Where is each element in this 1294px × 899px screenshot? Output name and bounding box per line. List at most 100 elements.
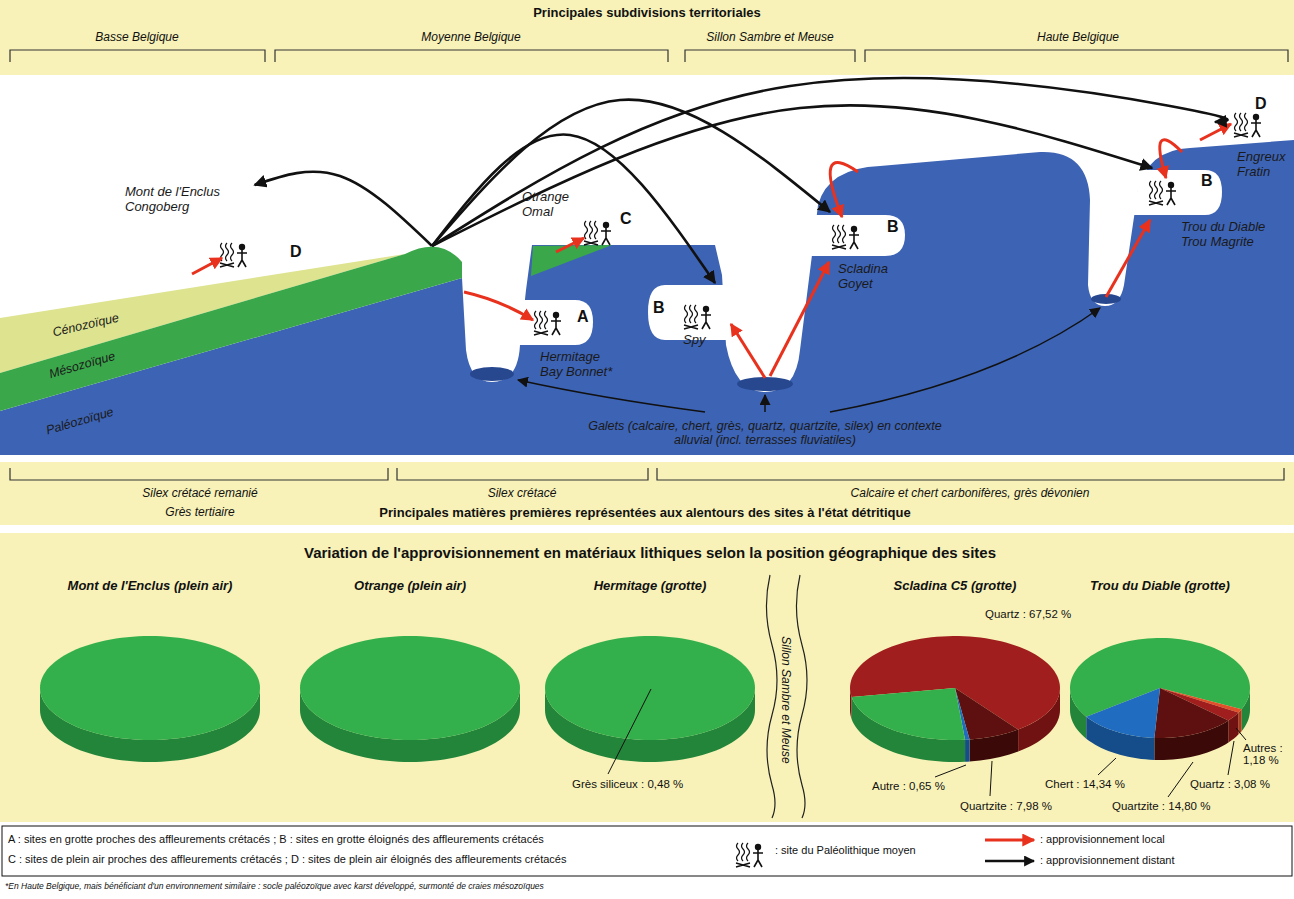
site-category-letter-holder: C — [620, 210, 632, 228]
drawing-shape — [231, 243, 234, 261]
region-name: Moyenne Belgique — [421, 30, 520, 44]
river-water — [470, 294, 1121, 391]
drawing-shape — [770, 262, 829, 376]
drawing-shape — [690, 305, 693, 323]
drawing-shape — [990, 761, 992, 796]
slice-label-holder: Quartz : 3,08 % — [1190, 778, 1270, 790]
pie-side — [965, 739, 970, 761]
material-name: Calcaire et chert carbonifères, grès dév… — [851, 486, 1090, 500]
drawing-shape — [1149, 201, 1163, 205]
drawing-shape — [1168, 762, 1193, 797]
drawing-shape — [1251, 120, 1261, 137]
drawing-shape — [590, 221, 593, 239]
slice-label: Autre : 0,65 % — [872, 780, 945, 792]
drawing-shape — [220, 263, 234, 267]
layer-name-holder: Cénozoïque — [51, 311, 120, 340]
legend-text: : site du Paléolithique moyen — [775, 844, 916, 856]
divider-label-holder: Sillon Sambre et Meuse — [779, 636, 793, 763]
slice-label-holder: Autre : 0,65 % — [872, 780, 945, 792]
drawing-shape — [1166, 188, 1176, 205]
region-name: Basse Belgique — [95, 30, 178, 44]
drawing-shape — [10, 468, 388, 480]
top-band — [0, 0, 1294, 75]
footnote-holder: *En Haute Belgique, mais bénéficiant d'u… — [5, 881, 544, 891]
pie-title-holder: Hermitage (grotte) — [594, 578, 707, 593]
site-symbol — [1234, 113, 1261, 137]
drawing-shape — [766, 575, 777, 818]
material-name: Grès tertiaire — [165, 505, 234, 519]
drawing-shape — [585, 221, 588, 239]
site-label: B Spy — [645, 283, 725, 358]
drawing-shape — [1106, 220, 1150, 297]
territory-brackets — [10, 50, 1288, 62]
local-supply-arrows — [192, 124, 1231, 378]
drawing-shape — [535, 311, 538, 329]
site-symbol — [1149, 181, 1176, 205]
drawing-shape — [737, 843, 740, 861]
pie-title-holder: Trou du Diable (grotte) — [1090, 578, 1230, 593]
drawing-shape — [1245, 113, 1248, 131]
site-name: Spy — [683, 333, 705, 348]
pie-scladina — [850, 636, 1060, 762]
drawing-shape — [1236, 728, 1246, 740]
paleozoic-bedrock — [0, 140, 1294, 455]
drawing-shape — [601, 228, 611, 245]
diagram-title-holder: Principales subdivisions territoriales — [533, 5, 761, 20]
site-symbol — [832, 225, 859, 249]
drawing-shape — [796, 575, 807, 818]
site-name: Engreux Fratin — [1237, 150, 1292, 180]
drawing-shape — [551, 318, 561, 335]
key-line: C : sites de plein air proches des affle… — [8, 853, 566, 865]
drawing-shape — [657, 468, 1284, 480]
site-category-letter-holder: D — [290, 243, 302, 261]
drawing-shape — [1160, 140, 1182, 178]
site-name-holder: Hermitage Bay Bonnet* — [540, 350, 625, 380]
region-name-holder: Basse Belgique — [95, 30, 178, 44]
site-name: Mont de l'Enclus Congoberg — [125, 185, 235, 215]
pie-slice — [300, 636, 520, 740]
drawing-shape — [397, 468, 648, 480]
slice-label: Quartz : 67,52 % — [985, 608, 1071, 620]
drawing-shape — [1133, 170, 1222, 215]
panel-heading-holder: Variation de l'approvisionnement en maté… — [304, 544, 996, 561]
pie-slice — [545, 636, 755, 740]
material-name-holder: Silex crétacé — [488, 486, 557, 500]
drawing-shape — [1168, 182, 1174, 188]
key-line: A : sites en grotte proches des affleure… — [8, 833, 544, 845]
legend-text-holder: : site du Paléolithique moyen — [775, 844, 916, 856]
drawing-shape — [608, 689, 651, 774]
site-category-letter: B — [653, 299, 665, 317]
pie-title: Otrange (plein air) — [354, 578, 466, 593]
pie-title-holder: Scladina C5 (grotte) — [894, 578, 1017, 593]
site-category-letter-holder: B — [887, 218, 899, 236]
drawing-shape — [470, 367, 514, 381]
region-name-holder: Sillon Sambre et Meuse — [706, 30, 833, 44]
drawing-shape — [540, 311, 543, 329]
slice-label-holder: Grès siliceux : 0,48 % — [572, 778, 683, 790]
drawing-shape — [843, 225, 846, 243]
material-name-holder: Silex crétacé remanié — [142, 486, 257, 500]
drawing-shape — [731, 324, 765, 378]
site-symbol — [584, 221, 611, 245]
local-arrow-sample — [985, 839, 1034, 842]
caves — [516, 170, 1222, 345]
drawing-shape — [832, 245, 846, 249]
site-label: BScladina Goyet — [800, 212, 911, 297]
slice-label: Quartz : 3,08 % — [1190, 778, 1270, 790]
site-symbol — [684, 305, 711, 329]
mesozoic-cap — [531, 245, 612, 276]
pie-slice — [852, 688, 965, 740]
pie-slice — [1086, 688, 1160, 738]
material-name: Silex crétacé — [488, 486, 557, 500]
drawing-shape — [747, 843, 750, 861]
drawing-shape — [701, 312, 711, 329]
slice-label: Grès siliceux : 0,48 % — [572, 778, 683, 790]
key-line-holder: C : sites de plein air proches des affle… — [8, 853, 566, 865]
pie-charts — [40, 636, 1250, 762]
panel-heading: Variation de l'approvisionnement en maté… — [304, 544, 996, 561]
drawing-shape — [584, 241, 598, 245]
slice-label: Quartzite : 7,98 % — [960, 800, 1052, 812]
drawing-shape — [742, 843, 745, 861]
band-heading-holder: Principales matières premières représent… — [379, 505, 910, 520]
